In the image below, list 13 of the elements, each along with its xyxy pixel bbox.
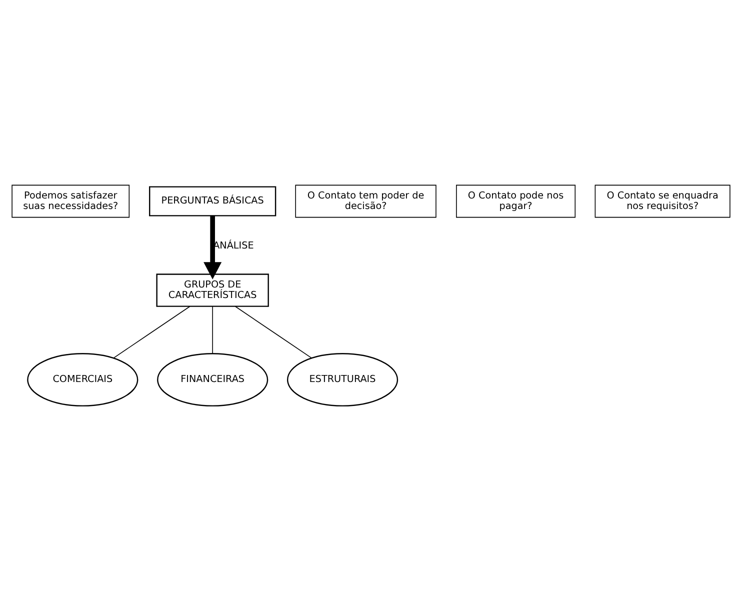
node-ellipse: COMERCIAIS [27,352,138,406]
connector [113,305,190,358]
arrow [204,215,222,279]
node-box: O Contato tem poder de decisão? [295,184,436,218]
node-box: O Contato se enquadra nos requisitos? [594,184,730,218]
node-box: PERGUNTAS BÁSICAS [149,186,276,216]
node-box: Podemos satisfazer suas necessidades? [12,184,130,218]
node-ellipse: ESTRUTURAIS [286,352,398,406]
connector [234,305,312,358]
node-box: O Contato pode nos pagar? [456,184,576,218]
node-box: GRUPOS DE CARACTERÍSTICAS [156,273,269,306]
connector [212,305,213,354]
node-ellipse: FINANCEIRAS [157,352,268,406]
